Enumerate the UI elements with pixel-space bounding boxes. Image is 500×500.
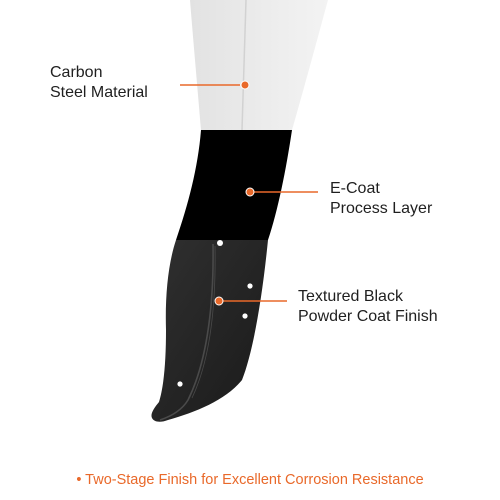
powder-coat-flange-highlight — [191, 245, 216, 399]
carbon-steel-section — [190, 0, 328, 130]
powder-coat-section — [151, 240, 268, 422]
powder-coat-flange-crease — [159, 243, 214, 421]
ecoat-label: E-Coat Process Layer — [330, 179, 432, 219]
powder-coat-label-line2: Powder Coat Finish — [298, 308, 438, 325]
carbon-steel-label-line1: Carbon — [50, 64, 103, 81]
powder-coat-label-line1: Textured Black — [298, 288, 403, 305]
ecoat-section — [176, 130, 292, 240]
mounting-hole — [177, 381, 183, 387]
finish-caption: • Two-Stage Finish for Excellent Corrosi… — [76, 472, 424, 488]
ecoat-label-line1: E-Coat — [330, 180, 380, 197]
powder-coat-marker-dot — [214, 296, 224, 306]
carbon-steel-label-line2: Steel Material — [50, 84, 148, 101]
ecoat-marker-dot — [245, 187, 255, 197]
mounting-hole — [247, 283, 253, 289]
carbon-steel-label: Carbon Steel Material — [50, 63, 148, 103]
powder-coat-label: Textured Black Powder Coat Finish — [298, 287, 438, 327]
mounting-hole — [217, 240, 223, 246]
ecoat-label-line2: Process Layer — [330, 200, 433, 217]
carbon-steel-marker-dot — [240, 80, 250, 90]
mounting-hole — [242, 313, 248, 319]
steel-crease-line — [241, 0, 247, 131]
